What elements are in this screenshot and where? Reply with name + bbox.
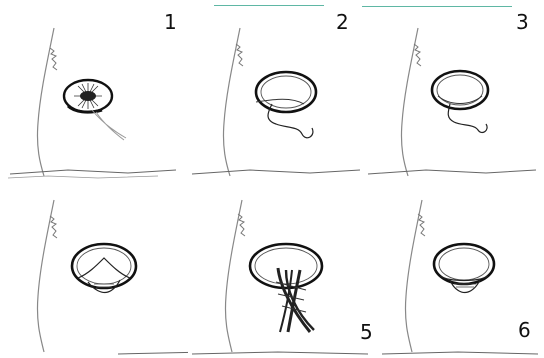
panel-5-drawing — [188, 186, 372, 356]
panel-1-drawing — [8, 8, 178, 180]
panel-5: 5 — [188, 186, 372, 356]
panel-1: 1 — [8, 8, 178, 180]
panel-6: 6 — [378, 186, 542, 356]
panel-2: 2 — [190, 8, 362, 180]
accent-line — [214, 5, 324, 6]
panel-3: 3 — [366, 8, 538, 180]
panel-number-6: 6 — [518, 320, 531, 340]
panel-3-drawing — [366, 8, 538, 180]
accent-line — [362, 6, 512, 7]
panel-number-5: 5 — [360, 322, 372, 342]
panel-4: 4 — [8, 186, 212, 356]
panel-4-drawing — [8, 186, 212, 356]
panel-number-2: 2 — [336, 12, 349, 32]
panel-number-3: 3 — [516, 12, 529, 32]
panel-number-1: 1 — [164, 12, 177, 32]
